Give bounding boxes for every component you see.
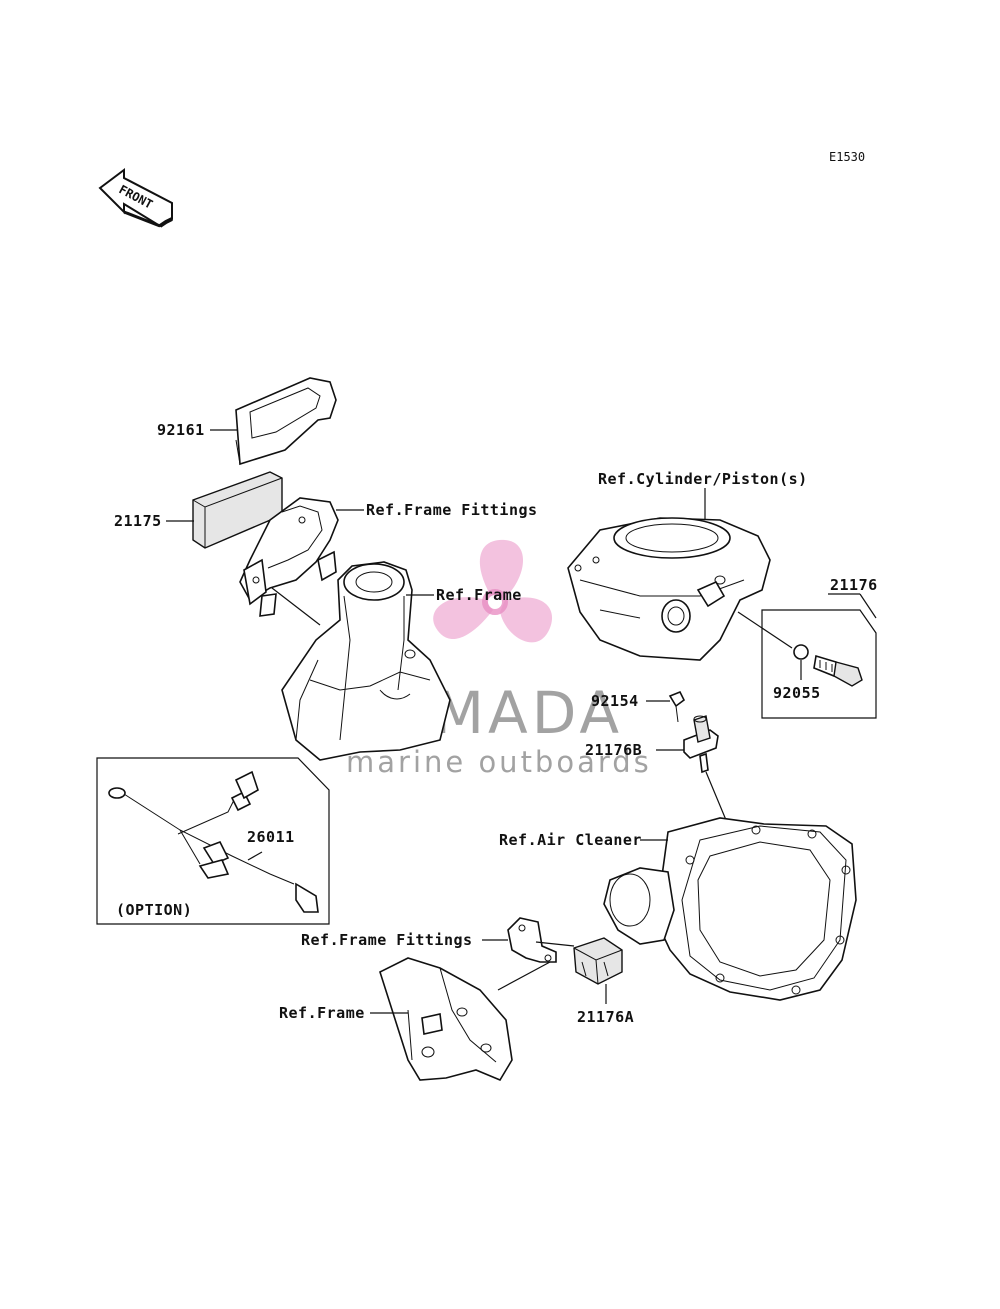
label-21176A: 21176A [577, 1008, 634, 1026]
map-sensor-part [683, 715, 719, 774]
label-21176B: 21176B [585, 741, 642, 759]
sensor-group-box [761, 609, 877, 719]
leader-bracket-sensor [535, 941, 575, 947]
label-option: (OPTION) [116, 901, 192, 919]
leader-21176-tail [859, 593, 877, 619]
label-92055: 92055 [773, 684, 821, 702]
ecu-bracket-part [239, 497, 339, 617]
label-21175: 21175 [114, 512, 162, 530]
o-ring-part [793, 644, 809, 660]
ecu-part [192, 471, 283, 549]
label-ref-frame-fittings-bottom: Ref.Frame Fittings [301, 931, 473, 949]
label-26011: 26011 [247, 828, 295, 846]
temp-sensor-part [813, 654, 863, 687]
label-ref-air-cleaner: Ref.Air Cleaner [499, 831, 642, 849]
cylinder-part [567, 517, 771, 661]
leader-cylinder-sensor [737, 611, 793, 649]
label-ref-frame-fittings-top: Ref.Frame Fittings [366, 501, 538, 519]
leader-bracket-frame [271, 587, 321, 626]
leader-bracket-frame-bottom [497, 961, 551, 991]
ecu-cover-part [235, 377, 337, 466]
option-box [96, 757, 330, 925]
sensor-bracket-part [507, 917, 557, 963]
label-ref-frame-bottom: Ref.Frame [279, 1004, 365, 1022]
frame-head-part [281, 561, 451, 761]
front-arrow-icon: FRONT [98, 168, 173, 228]
leader-sensor-aircleaner [705, 771, 727, 821]
leader-26011 [247, 851, 263, 861]
label-ref-cylinder: Ref.Cylinder/Piston(s) [598, 470, 808, 488]
frame-lower-part [379, 957, 513, 1082]
label-92161: 92161 [157, 421, 205, 439]
air-cleaner-part [603, 817, 857, 1001]
label-92154: 92154 [591, 692, 639, 710]
bolt-part [668, 690, 686, 723]
label-21176: 21176 [830, 576, 878, 594]
propeller-logo-icon [433, 539, 553, 643]
label-ref-frame-top: Ref.Frame [436, 586, 522, 604]
tilt-sensor-part [573, 937, 623, 985]
harness-part [108, 770, 319, 913]
diagram-code: E1530 [829, 150, 865, 164]
